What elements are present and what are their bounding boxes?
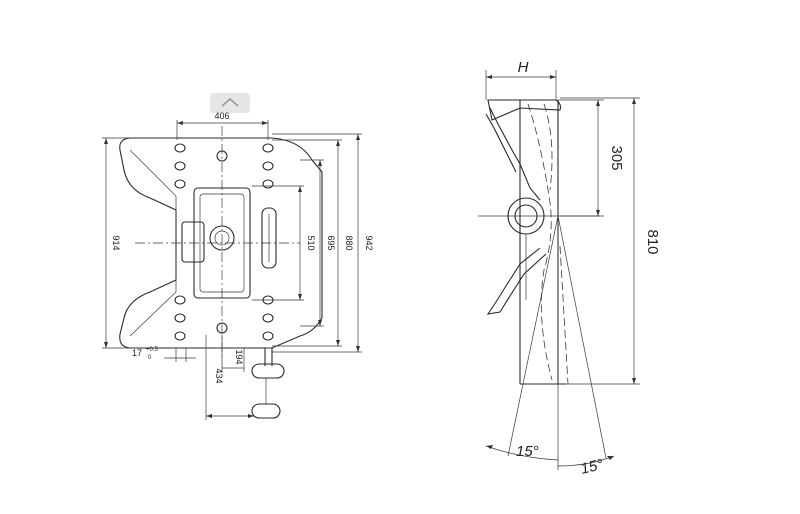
dim-510: 510 [252,185,316,301]
side-body [519,100,569,385]
dim-942: 942 [272,133,374,353]
dim-17: 17 +0.5 0 [132,347,196,362]
dim-17-tol: +0.5 [146,347,159,353]
dim-17-label: 17 [132,348,142,358]
lower-wing [486,247,547,315]
dim-695-label: 695 [326,235,336,250]
side-view: H 305 [478,59,661,478]
release-handle [251,348,285,419]
dim-H: H [485,59,557,100]
mounting-holes [174,143,274,341]
tilt-angles: 15° 15° [485,215,615,478]
top-plate [487,99,562,121]
angle-left-label: 15° [516,443,539,460]
dim-305: 305 [558,99,625,217]
dim-434-label: 434 [214,368,224,383]
dim-434: 434 [205,335,254,420]
dim-510-label: 510 [306,235,316,250]
top-view: 406 [102,93,374,420]
dim-H-label: H [518,59,529,76]
angle-right-label: 15° [579,456,605,478]
dim-194-label: 194 [234,349,244,364]
dim-810-label: 810 [644,229,661,254]
dim-194: 194 [221,335,245,372]
dim-914: 914 [102,137,132,349]
dim-810: 810 [560,97,661,385]
lock-mechanism [181,187,277,299]
dim-880: 880 [272,139,354,347]
dim-914-label: 914 [111,235,121,250]
dim-406: 406 [176,111,269,140]
dim-305-label: 305 [608,145,625,170]
dim-880-label: 880 [344,235,354,250]
dim-695: 695 [300,159,336,327]
dim-406-label: 406 [214,111,229,121]
chevron-up-icon [210,93,250,113]
dim-17-tol-low: 0 [148,355,152,361]
dim-942-label: 942 [364,235,374,250]
